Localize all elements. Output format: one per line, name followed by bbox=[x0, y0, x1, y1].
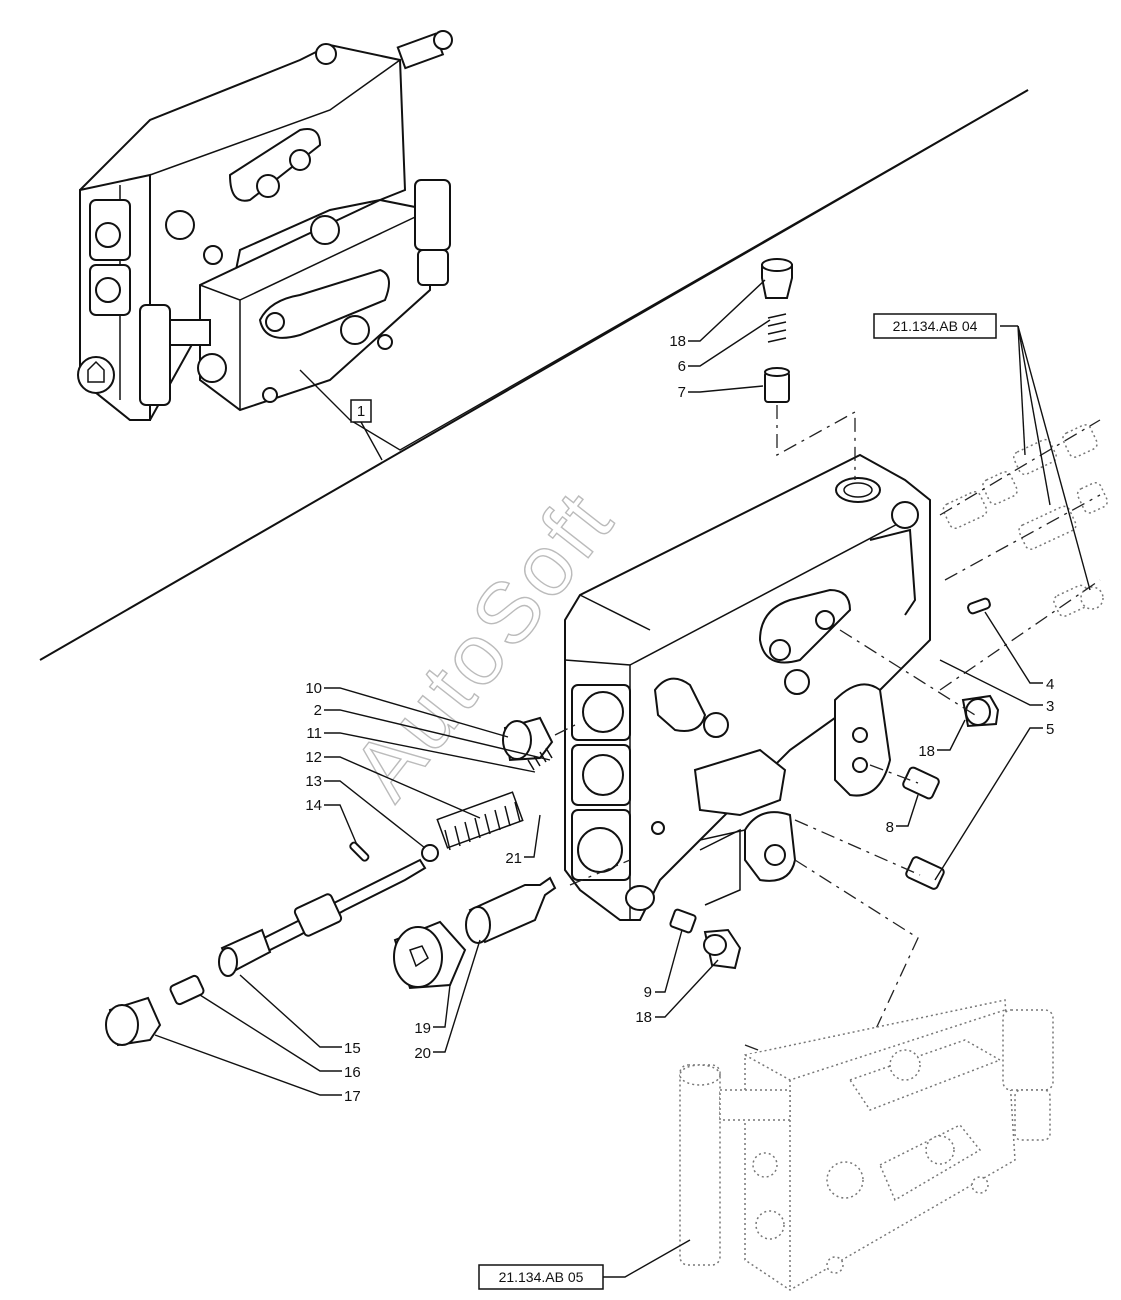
bottom-small-parts bbox=[669, 908, 742, 970]
callout-5: 5 bbox=[1046, 721, 1054, 738]
callout-numbers: 18 6 7 4 3 5 18 8 10 2 11 12 13 14 21 9 … bbox=[305, 333, 1054, 1105]
spool-parts bbox=[105, 716, 557, 1047]
callout-2: 2 bbox=[314, 702, 322, 719]
callout-18-top: 18 bbox=[669, 333, 686, 350]
callout-3: 3 bbox=[1046, 698, 1054, 715]
valve-body bbox=[564, 453, 931, 921]
relief-plug-group bbox=[761, 258, 793, 403]
callout-12: 12 bbox=[305, 749, 322, 766]
valve-assembly-overview bbox=[77, 30, 453, 421]
assembly-callout: 1 bbox=[299, 89, 1029, 461]
callout-4: 4 bbox=[1046, 676, 1054, 693]
callout-18-right: 18 bbox=[918, 743, 935, 760]
centerline-top bbox=[776, 405, 856, 480]
callout-10: 10 bbox=[305, 680, 322, 697]
callout-18-bottom: 18 bbox=[635, 1009, 652, 1026]
reference-label-ab05-text: 21.134.AB 05 bbox=[499, 1269, 584, 1285]
callout-17: 17 bbox=[344, 1088, 361, 1105]
callout-6: 6 bbox=[678, 358, 686, 375]
callout-20: 20 bbox=[414, 1045, 431, 1062]
callout-21: 21 bbox=[505, 850, 522, 867]
reference-label-ab05: 21.134.AB 05 bbox=[478, 1239, 691, 1290]
callout-leaders bbox=[154, 279, 1043, 1096]
reference-label-ab04-text: 21.134.AB 04 bbox=[893, 318, 978, 334]
callout-16: 16 bbox=[344, 1064, 361, 1081]
reference-label-ab04: 21.134.AB 04 bbox=[873, 313, 1091, 591]
mounting-bolts bbox=[942, 424, 1109, 617]
callout-7: 7 bbox=[678, 384, 686, 401]
callout-19: 19 bbox=[414, 1020, 431, 1037]
spool-centerlines bbox=[554, 724, 631, 886]
bolt-centerlines bbox=[939, 419, 1101, 691]
callout-15: 15 bbox=[344, 1040, 361, 1057]
assembly-callout-label: 1 bbox=[357, 403, 365, 420]
callout-14: 14 bbox=[305, 797, 322, 814]
callout-8: 8 bbox=[886, 819, 894, 836]
callout-9: 9 bbox=[644, 984, 652, 1001]
attached-valve-reference bbox=[679, 999, 1054, 1291]
callout-11: 11 bbox=[306, 725, 322, 742]
right-small-parts bbox=[794, 597, 1000, 890]
callout-13: 13 bbox=[305, 773, 322, 790]
